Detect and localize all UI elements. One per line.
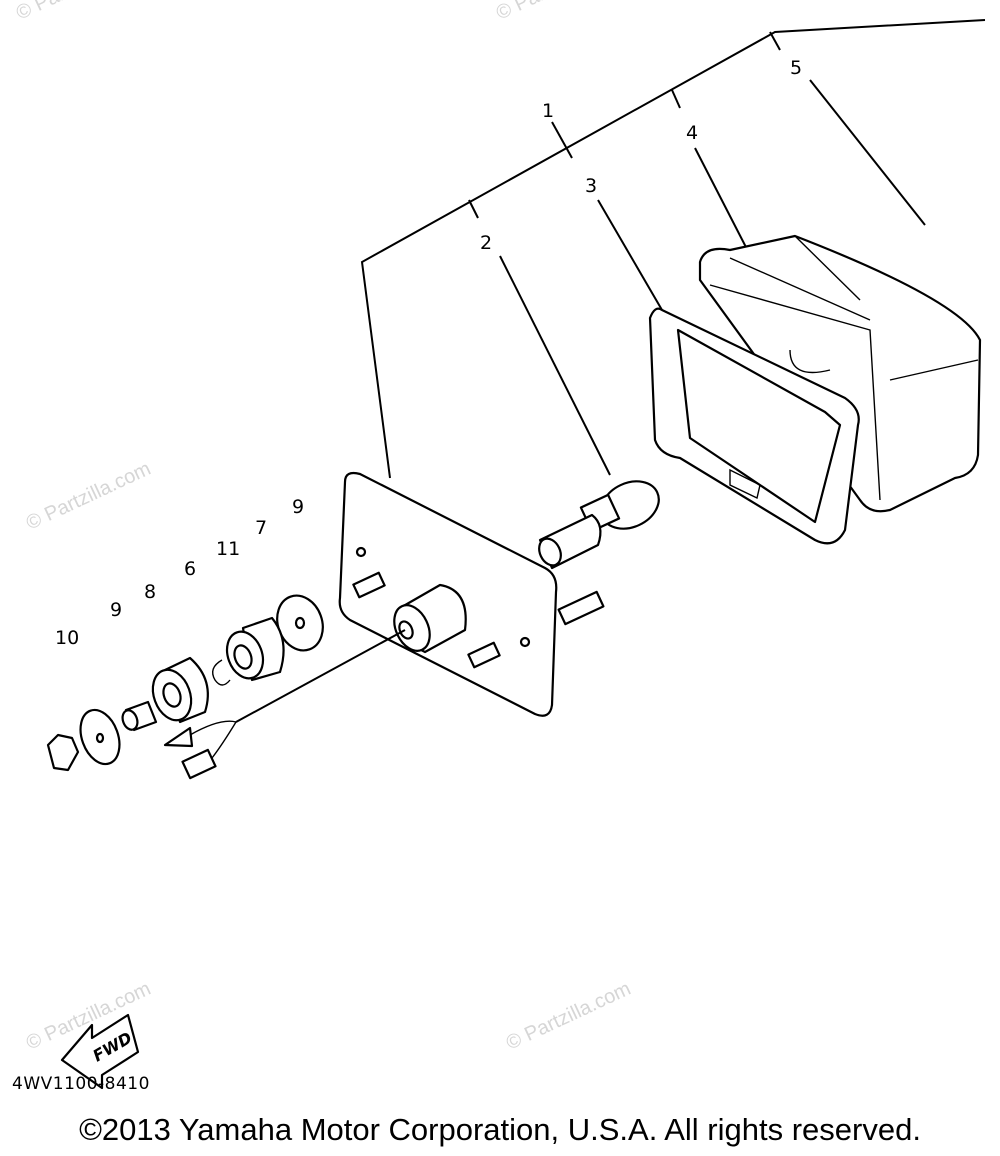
callout-7: 7: [255, 517, 267, 539]
callout-11: 11: [216, 538, 240, 560]
tail-light-base-plate: [338, 471, 605, 717]
callout-3: 3: [585, 175, 597, 197]
callout-8: 8: [144, 581, 156, 603]
bulb-socket: [538, 513, 602, 570]
callout-2: 2: [480, 232, 492, 254]
callout-9-upper: 9: [292, 496, 304, 518]
watermark: © Partzilla.com: [23, 458, 154, 535]
callout-5: 5: [790, 57, 802, 79]
fwd-arrow-icon: FWD: [60, 1013, 140, 1090]
tail-light-lens: [698, 234, 982, 513]
leader-lines: [360, 19, 986, 479]
drawing-code: 4WV1100-8410: [12, 1074, 150, 1094]
callout-4: 4: [686, 122, 698, 144]
lens-gasket: [648, 307, 860, 545]
wire-harness: [163, 629, 406, 780]
watermark: © Partzilla.com: [13, 0, 144, 25]
callout-6: 6: [184, 558, 196, 580]
watermark: © Partzilla.com: [503, 978, 634, 1055]
collar: [151, 656, 209, 724]
watermark: © Partzilla.com: [493, 0, 624, 25]
copyright-notice: ©2013 Yamaha Motor Corporation, U.S.A. A…: [79, 1112, 921, 1147]
spacer: [121, 700, 158, 732]
callout-numbers: 1 2 3 4 5 6 7 8 9 9 10 11: [55, 57, 802, 649]
washer-hole: [294, 616, 306, 630]
grommet: [225, 616, 285, 682]
clip: [212, 659, 231, 686]
washer-hole: [95, 732, 105, 744]
nut: [46, 733, 80, 772]
callout-10: 10: [55, 627, 79, 649]
callout-9-lower: 9: [110, 599, 122, 621]
watermark-group: © Partzilla.com © Partzilla.com © Partzi…: [13, 0, 634, 1055]
callout-1: 1: [542, 100, 554, 122]
